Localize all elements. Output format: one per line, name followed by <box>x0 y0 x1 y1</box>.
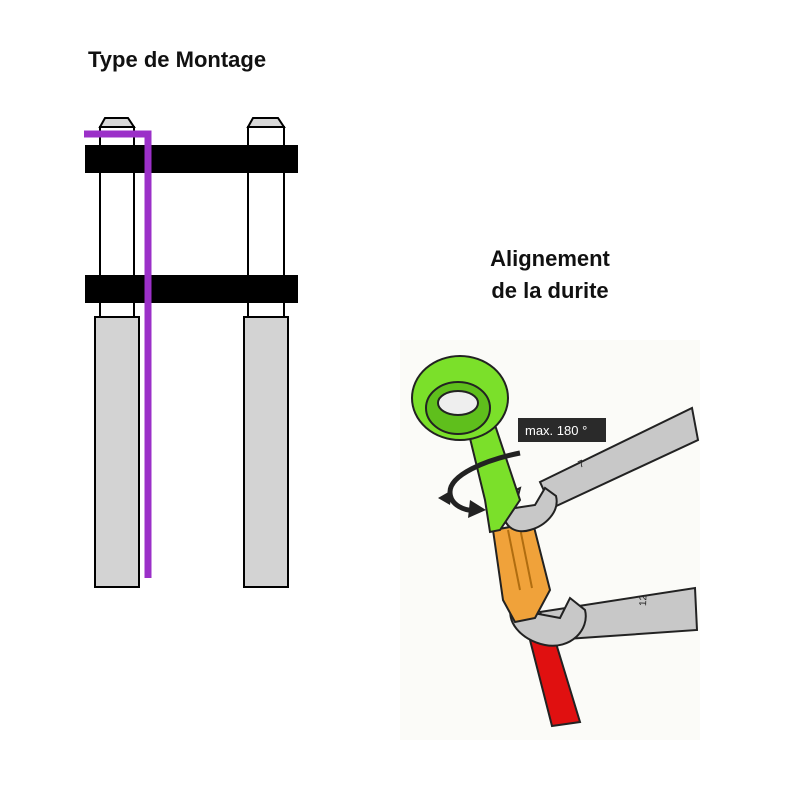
brake-line-route <box>84 130 152 578</box>
alignment-title-line1: Alignement <box>490 246 610 271</box>
banjo-fitting <box>411 355 522 534</box>
alignment-title-line2: de la durite <box>491 278 609 303</box>
max-angle-tag: max. 180 ° <box>518 418 606 442</box>
right-fork-slider <box>243 316 289 588</box>
left-fork-cap <box>98 117 136 128</box>
rotation-arrow <box>438 450 521 518</box>
max-angle-label: max. 180 ° <box>525 423 587 438</box>
mounting-title: Type de Montage <box>88 47 267 72</box>
hose-alignment-illustration: 12 7 max. 180 ° <box>400 340 700 740</box>
wrench-bottom-size: 12 <box>638 594 649 606</box>
alignment-title: Alignement de la durite <box>470 243 630 307</box>
lower-triple-clamp <box>85 275 298 303</box>
right-fork-cap <box>246 117 286 128</box>
upper-triple-clamp <box>85 145 298 173</box>
wrench-top-size: 7 <box>577 458 587 471</box>
right-fork <box>243 117 289 588</box>
fork-mounting-diagram <box>84 117 298 588</box>
left-fork-slider <box>94 316 140 588</box>
left-fork <box>94 117 140 588</box>
